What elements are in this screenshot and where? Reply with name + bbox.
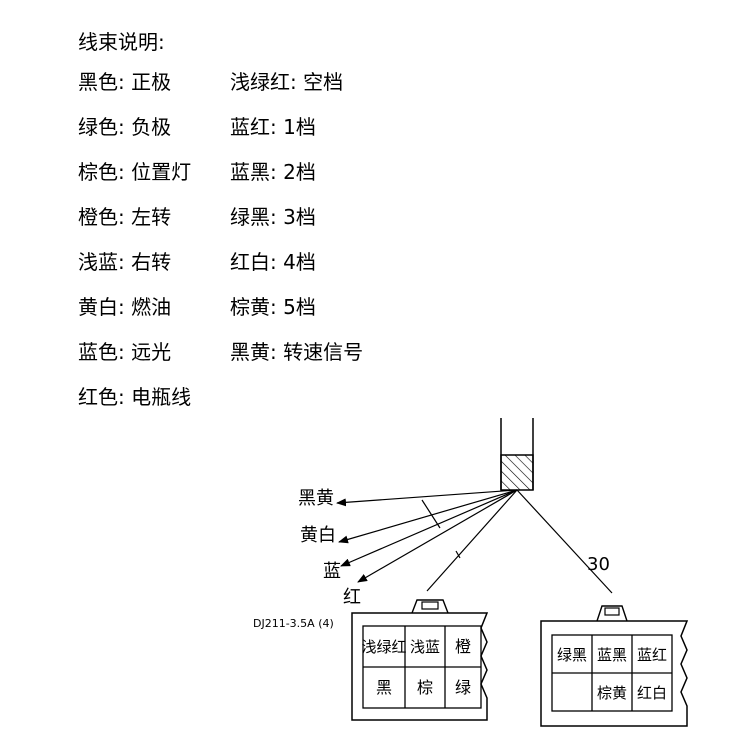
- legend-item-black-yellow: 黑黄: 转速信号: [230, 340, 364, 364]
- connector-left: 浅绿红 浅蓝 橙 黑 棕 绿: [351, 599, 489, 721]
- connector-right-cell-r2c2: 棕黄: [597, 684, 627, 702]
- wire-blue: [340, 489, 518, 567]
- legend-item-orange: 橙色: 左转: [78, 205, 172, 229]
- legend-item-blue-black: 蓝黑: 2档: [230, 160, 316, 184]
- legend-title: 线束说明:: [78, 30, 165, 54]
- legend-item-blue: 蓝色: 远光: [78, 340, 172, 364]
- arrow-label-black-yellow: 黑黄: [298, 488, 334, 509]
- legend-item-light-blue: 浅蓝: 右转: [78, 250, 172, 274]
- legend-item-black: 黑色: 正极: [78, 70, 172, 94]
- wire-black-yellow: [336, 489, 518, 507]
- wire-to-left-connector: [426, 489, 518, 592]
- legend-item-green: 绿色: 负极: [78, 115, 172, 139]
- length-label: 30: [587, 554, 610, 575]
- legend-item-brown: 棕色: 位置灯: [78, 160, 192, 184]
- connector-right-cell-r1c3: 蓝红: [637, 646, 667, 664]
- legend-item-green-black: 绿黑: 3档: [230, 205, 316, 229]
- branch-wires: [336, 489, 613, 594]
- legend-item-brown-yellow: 棕黄: 5档: [230, 295, 316, 319]
- connector-part-number: DJ211-3.5A (4): [253, 617, 334, 630]
- connector-right-cell-r1c2: 蓝黑: [597, 646, 627, 664]
- legend-item-red-white: 红白: 4档: [230, 250, 316, 274]
- legend-item-light-green-red: 浅绿红: 空档: [230, 70, 344, 94]
- connector-left-cell-r1c1: 浅绿红: [361, 638, 406, 656]
- wire-to-right-connector: [516, 489, 613, 594]
- arrow-label-blue: 蓝: [323, 561, 341, 582]
- wire-tick-mark-2: [455, 550, 461, 559]
- connector-left-cell-r2c3: 绿: [455, 678, 471, 697]
- connector-left-cell-r2c2: 棕: [417, 678, 433, 697]
- connector-right: 绿黑 蓝黑 蓝红 棕黄 红白: [540, 605, 689, 727]
- wire-tick-mark: [421, 499, 441, 529]
- connector-left-cell-r1c3: 橙: [455, 637, 471, 656]
- arrow-label-red: 红: [343, 587, 361, 608]
- connector-right-cell-r1c1: 绿黑: [557, 646, 587, 664]
- wire-yellow-white: [338, 489, 518, 544]
- arrow-label-yellow-white: 黄白: [300, 525, 336, 546]
- legend-item-red: 红色: 电瓶线: [78, 385, 192, 409]
- connector-left-cell-r2c1: 黑: [376, 678, 392, 697]
- legend-item-yellow-white: 黄白: 燃油: [78, 295, 172, 319]
- connector-right-cell-r2c3: 红白: [637, 684, 667, 702]
- legend-item-blue-red: 蓝红: 1档: [230, 115, 316, 139]
- connector-left-cell-r1c2: 浅蓝: [410, 638, 440, 656]
- wire-red: [357, 489, 518, 583]
- cable-sleeve: [500, 418, 534, 491]
